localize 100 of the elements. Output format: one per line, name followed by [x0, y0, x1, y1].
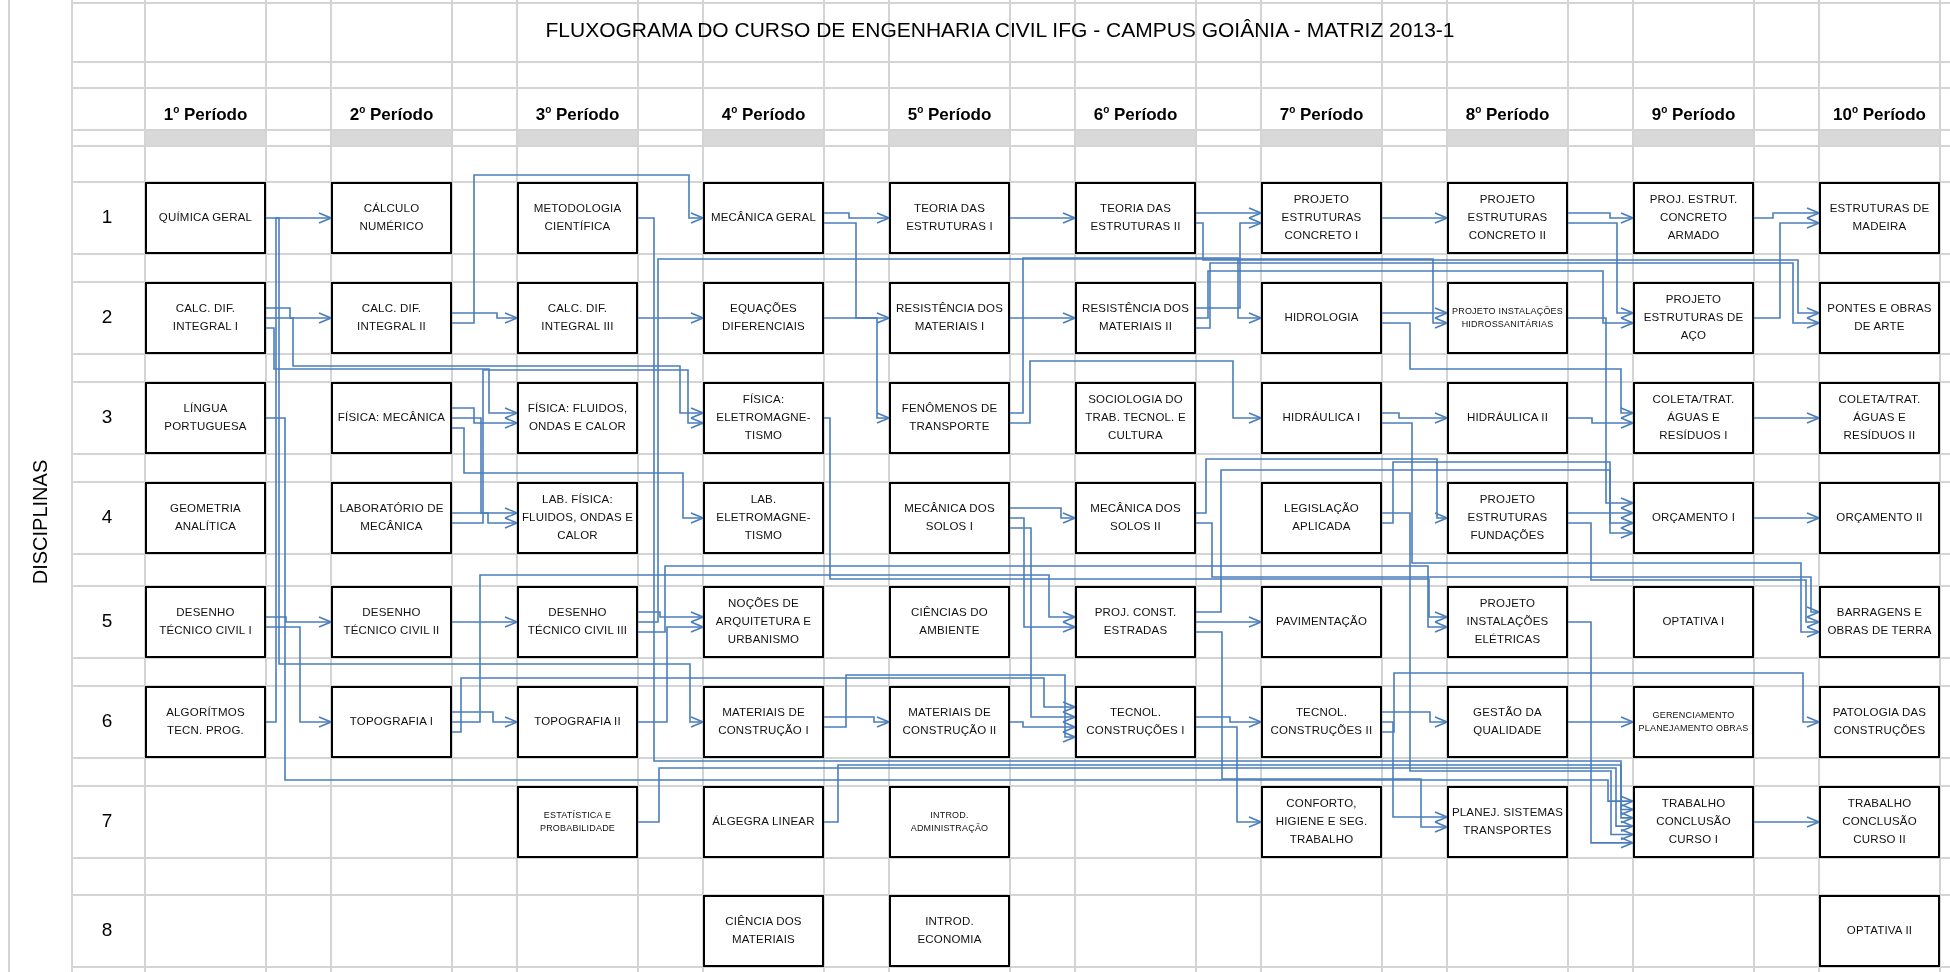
arrow — [1009, 360, 1262, 424]
arrow — [1009, 507, 1076, 524]
course-box — [1261, 786, 1382, 858]
course-box — [703, 895, 824, 967]
arrow — [451, 369, 704, 524]
course-name: PONTES E OBRAS DE ARTE — [1826, 301, 1933, 334]
course-name: PROJETO ESTRUTURAS CONCRETO I — [1280, 192, 1363, 243]
arrow — [1381, 461, 1634, 539]
course-box — [1261, 686, 1382, 758]
course-name: RESISTÊNCIA DOS MATERIAIS II — [1080, 301, 1191, 334]
course-name: ALGORÍTMOS TECN. PROG. — [165, 705, 246, 738]
course-box — [331, 382, 452, 454]
course-box — [1819, 482, 1940, 554]
arrow — [637, 621, 704, 723]
course-box — [1633, 786, 1754, 858]
row-number: 7 — [100, 810, 114, 832]
course-box — [889, 895, 1010, 967]
arrow — [1195, 270, 1634, 329]
arrow — [823, 212, 890, 224]
course-box — [1261, 482, 1382, 554]
course-name: MECÂNICA DOS SOLOS II — [1089, 501, 1182, 534]
period-header: 9$^{o}$ Período — [1650, 103, 1737, 124]
course-name: OPTATIVA I — [1662, 614, 1725, 630]
course-box — [331, 686, 452, 758]
course-box — [145, 282, 266, 354]
row-number: 3 — [100, 406, 114, 428]
course-box — [1075, 482, 1196, 554]
arrow — [451, 312, 518, 324]
arrow — [1195, 217, 1262, 309]
course-box — [1633, 382, 1754, 454]
arrow — [1195, 458, 1448, 524]
arrow — [265, 317, 704, 419]
arrow — [637, 217, 1634, 816]
arrow — [1381, 721, 1448, 823]
arrow — [1753, 412, 1820, 424]
course-box — [331, 586, 452, 658]
course-name: PATOLOGIA DAS CONSTRUÇÕES — [1831, 705, 1928, 738]
course-box — [517, 686, 638, 758]
arrow — [637, 611, 704, 623]
period-header: 2$^{o}$ Período — [348, 103, 435, 124]
arrow — [1567, 507, 1634, 519]
arrow — [1567, 212, 1634, 224]
arrow — [1009, 212, 1076, 224]
arrow — [1753, 217, 1820, 319]
course-name: GEOMETRIA ANALÍTICA — [169, 501, 242, 534]
arrow — [637, 565, 1448, 633]
row-number: 8 — [100, 919, 114, 941]
arrow — [823, 764, 1634, 824]
course-name: CALC. DIF. INTEGRAL I — [171, 301, 240, 334]
arrow — [1567, 522, 1820, 628]
arrow — [265, 327, 518, 419]
course-box — [1261, 586, 1382, 658]
arrow — [637, 312, 704, 324]
arrow — [265, 616, 332, 628]
course-name: CONFORTO, HIGIENE E SEG. TRABALHO — [1274, 796, 1369, 847]
course-name: LÍNGUA PORTUGUESA — [163, 401, 248, 434]
period-header: 7$^{o}$ Período — [1278, 103, 1365, 124]
course-box — [517, 182, 638, 254]
course-box — [1075, 586, 1196, 658]
course-name: CÁLCULO NUMÉRICO — [358, 201, 425, 234]
course-box — [145, 482, 266, 554]
course-box — [1819, 686, 1940, 758]
arrow — [1195, 207, 1262, 219]
course-box — [1633, 586, 1754, 658]
course-name: ORÇAMENTO II — [1836, 510, 1923, 526]
arrow — [1195, 469, 1634, 613]
arrow — [1009, 257, 1262, 414]
course-box — [1261, 282, 1382, 354]
course-box — [889, 586, 1010, 658]
arrow — [1009, 312, 1076, 324]
period-header: 6$^{o}$ Período — [1092, 103, 1179, 124]
course-box — [1819, 895, 1940, 967]
course-name: TRABALHO CONCLUSÃO CURSO II — [1841, 796, 1918, 847]
period-header: 8$^{o}$ Período — [1464, 103, 1551, 124]
course-box — [1819, 382, 1940, 454]
arrow — [637, 767, 1634, 832]
course-name: LAB. FÍSICA: FLUIDOS, ONDAS E CALOR — [521, 492, 634, 543]
course-name: ORÇAMENTO I — [1651, 510, 1736, 526]
course-name: INTROD. ADMINISTRAÇÃO — [909, 808, 990, 835]
arrow — [1381, 711, 1448, 728]
course-box — [1633, 482, 1754, 554]
period-header: 10$^{o}$ Período — [1831, 103, 1927, 124]
course-name: CALC. DIF. INTEGRAL II — [356, 301, 427, 334]
arrow — [1381, 422, 1820, 638]
course-box — [889, 482, 1010, 554]
course-box — [1075, 382, 1196, 454]
course-name: TEORIA DAS ESTRUTURAS II — [1089, 201, 1182, 234]
course-name: ESTRUTURAS DE MADEIRA — [1828, 201, 1931, 234]
course-name: MECÂNICA DOS SOLOS I — [903, 501, 996, 534]
arrow — [1381, 212, 1448, 224]
course-name: SOCIOLOGIA DO TRAB. TECNOL. E CULTURA — [1084, 392, 1187, 443]
arrow — [1009, 527, 1076, 723]
course-name: EQUAÇÕES DIFERENCIAIS — [721, 301, 806, 334]
course-name: DESENHO TÉCNICO CIVIL I — [158, 605, 253, 638]
course-name: CIÊNCIA DOS MATERIAIS — [724, 914, 803, 947]
course-box — [703, 786, 824, 858]
course-box — [1261, 182, 1382, 254]
arrow — [451, 427, 704, 524]
course-box — [145, 586, 266, 658]
arrow — [1381, 512, 1634, 841]
